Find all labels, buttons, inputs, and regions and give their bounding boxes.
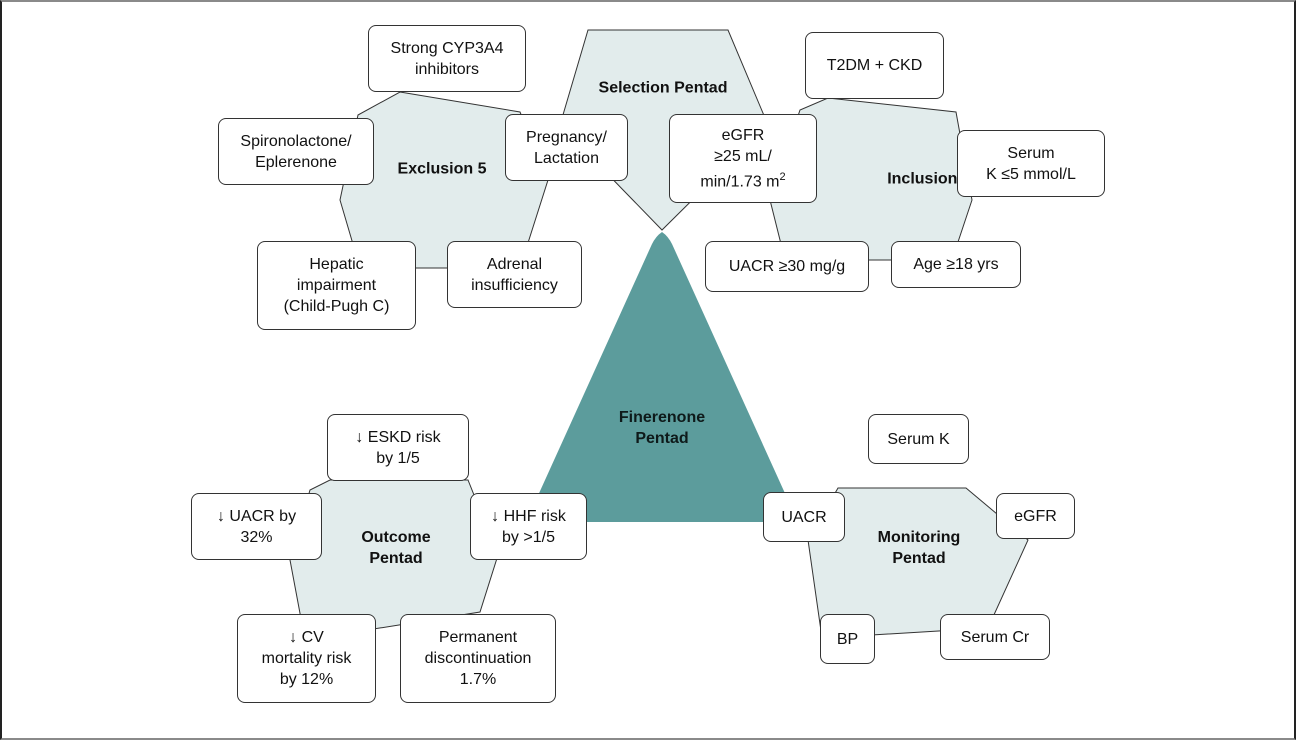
monitoring-item: Serum K [868,414,969,464]
outcome-pentad-title: Outcome Pentad [361,529,431,567]
monitoring-item: UACR [763,492,845,542]
outcome-item: Permanent discontinuation 1.7% [400,614,556,703]
exclusion-item: Adrenal insufficiency [447,241,582,308]
outcome-item: ↓ HHF risk by >1/5 [470,493,587,560]
exclusion-item: Hepatic impairment (Child-Pugh C) [257,241,416,330]
outcome-item: ↓ UACR by 32% [191,493,322,560]
egfr-superscript: 2 [779,170,786,183]
exclusion-pentad-title: Exclusion 5 [397,160,487,178]
exclusion-item: Strong CYP3A4 inhibitors [368,25,526,92]
selection-pentad-title: Selection Pentad [598,79,728,97]
finerenone-triangle [526,232,798,522]
inclusion-item: Age ≥18 yrs [891,241,1021,288]
monitoring-pentad-title: Monitoring Pentad [877,529,961,567]
exclusion-item: Spironolactone/ Eplerenone [218,118,374,185]
outcome-item: ↓ ESKD risk by 1/5 [327,414,469,481]
inclusion-item: Serum K ≤5 mmol/L [957,130,1105,197]
inclusion-item: UACR ≥30 mg/g [705,241,869,292]
monitoring-item: Serum Cr [940,614,1050,660]
finerenone-pentad-title: Finerenone Pentad [618,409,706,447]
inclusion-item: T2DM + CKD [805,32,944,99]
monitoring-item: BP [820,614,875,664]
egfr-text: eGFR ≥25 mL/ min/1.73 m [700,126,780,191]
inclusion-item-egfr: eGFR ≥25 mL/ min/1.73 m2 [669,114,817,203]
outcome-item: ↓ CV mortality risk by 12% [237,614,376,703]
monitoring-item: eGFR [996,493,1075,539]
exclusion-item: Pregnancy/ Lactation [505,114,628,181]
